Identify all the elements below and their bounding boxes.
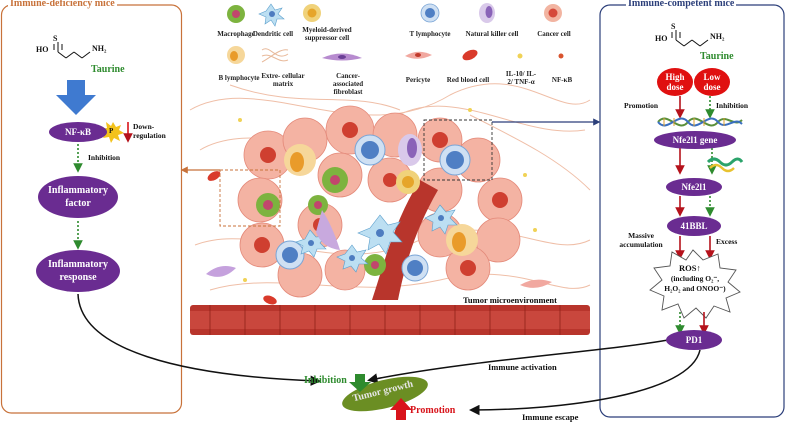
t-cells (275, 134, 471, 282)
cancer-cell-icon (544, 4, 562, 22)
dna-helix-icon (657, 117, 743, 127)
nfe2l1-protein-node: Nfe2l1 (666, 178, 722, 196)
taurine-label-left: Taurine (91, 64, 125, 75)
ho-label-right: HO (655, 34, 668, 43)
tumor-microenvironment-label: Tumor microenvironment (463, 295, 557, 305)
ros-detail: (including O₂⁻, H₂O₂ and ONOO⁻) (664, 274, 726, 293)
p-badge-burst (101, 122, 124, 143)
legend-label-t-lymphocyte: T lymphocyte (409, 30, 451, 38)
p-badge: P (109, 127, 114, 135)
legend-label-nk: Natural killer cell (465, 30, 519, 38)
caf-icon (322, 53, 362, 61)
legend-label-rbc: Red blood cell (446, 76, 490, 84)
mdsc-icon (303, 4, 321, 22)
b-lymphocyte-icon (227, 46, 245, 64)
legend-icons (227, 3, 564, 64)
pd1-node: PD1 (666, 330, 722, 350)
legend-label-cancer: Cancer cell (537, 30, 571, 38)
legend-label-dendritic: Dendritic cell (252, 30, 294, 38)
immune-escape-label: Immune escape (522, 412, 579, 422)
nh2-label-right: NH₂ (710, 32, 725, 41)
cytokine-icon (517, 53, 523, 59)
macrophages (256, 167, 386, 276)
legend-label-pericyte: Pericyte (405, 76, 431, 84)
nh2-label-left: NH₂ (92, 44, 107, 53)
massive-accumulation-label: Massive accumulation (619, 231, 663, 249)
legend-label-macrophage: Macrophage (217, 30, 255, 38)
legend-label-ecm: Extre- cellular matrix (261, 72, 305, 88)
promotion-label-right: Promotion (624, 101, 659, 110)
ros-title: ROS↑ (679, 263, 701, 273)
inhibition-label-right: Inhibition (716, 101, 749, 110)
immune-activation-label: Immune activation (488, 362, 557, 372)
protein-ribbon-icon (706, 157, 744, 173)
high-dose-label: High dose (665, 72, 685, 92)
ros-burst (649, 249, 741, 319)
blue-down-arrow (56, 80, 96, 115)
pd1-to-promotion-arrow (469, 349, 701, 416)
s-label-left: S (53, 34, 58, 43)
red-up-arrow (390, 398, 412, 420)
nk-cells (316, 134, 422, 250)
excess-label: Excess (716, 237, 738, 246)
inflammatory-factor-node: Inflammatory factor (38, 176, 118, 218)
macrophage-icon (227, 5, 245, 23)
right-panel-title: Immune-competent mice (626, 0, 737, 9)
taurine-structure-left (53, 42, 91, 59)
dendritic-cell-icon (258, 3, 285, 27)
pd1-to-inhibition-arrow (367, 339, 669, 384)
pericyte-icon (405, 51, 432, 59)
ho-label-left: HO (36, 45, 49, 54)
legend-label-mdsc: Myeloid-derived suppressor cell (302, 26, 352, 42)
legend-label-nfkb: NF-κB (551, 76, 573, 84)
legend-label-cytokine: IL-10/ IL-2/ TNF-α (505, 70, 537, 86)
rbc-icon (462, 49, 478, 61)
left-to-inhibition-arrow (77, 293, 321, 386)
nfkb-dot-icon (558, 53, 564, 59)
legend-label-caf: Cancer-associated fibroblast (332, 72, 364, 96)
down-regulation-label: Down-regulation (133, 122, 166, 140)
nfe2l1-gene-node: Nfe2l1 gene (654, 131, 736, 149)
left-panel-title: Immune-deficiency mice (8, 0, 117, 9)
low-dose-node: Low dose (694, 68, 730, 96)
tumor-growth-pill-shape (342, 376, 428, 412)
right-panel-frame (599, 4, 785, 418)
s-label-right: S (671, 22, 676, 31)
tumor-microenvironment-illustration (189, 83, 591, 335)
inflammatory-response-node: Inflammatory response (36, 250, 120, 292)
low-dose-label: Low dose (703, 72, 721, 92)
legend-label-b-lymphocyte: B lymphocyte (218, 74, 260, 82)
inhibition-center-label: Inhibition (304, 375, 347, 386)
41bbl-node: 41BBL (667, 216, 721, 236)
nfkb-node: NF-κB (49, 122, 107, 142)
promotion-center-label: Promotion (410, 405, 456, 416)
ecm-icon (261, 48, 289, 63)
taurine-label-right: Taurine (700, 51, 734, 62)
t-lymphocyte-icon (420, 3, 440, 23)
b-cells (284, 144, 478, 256)
high-dose-node: High dose (657, 68, 693, 96)
inhibition-label-left: Inhibition (88, 153, 121, 162)
taurine-structure-right (671, 30, 709, 47)
nk-cell-icon (479, 3, 495, 23)
green-down-arrow (349, 374, 371, 392)
